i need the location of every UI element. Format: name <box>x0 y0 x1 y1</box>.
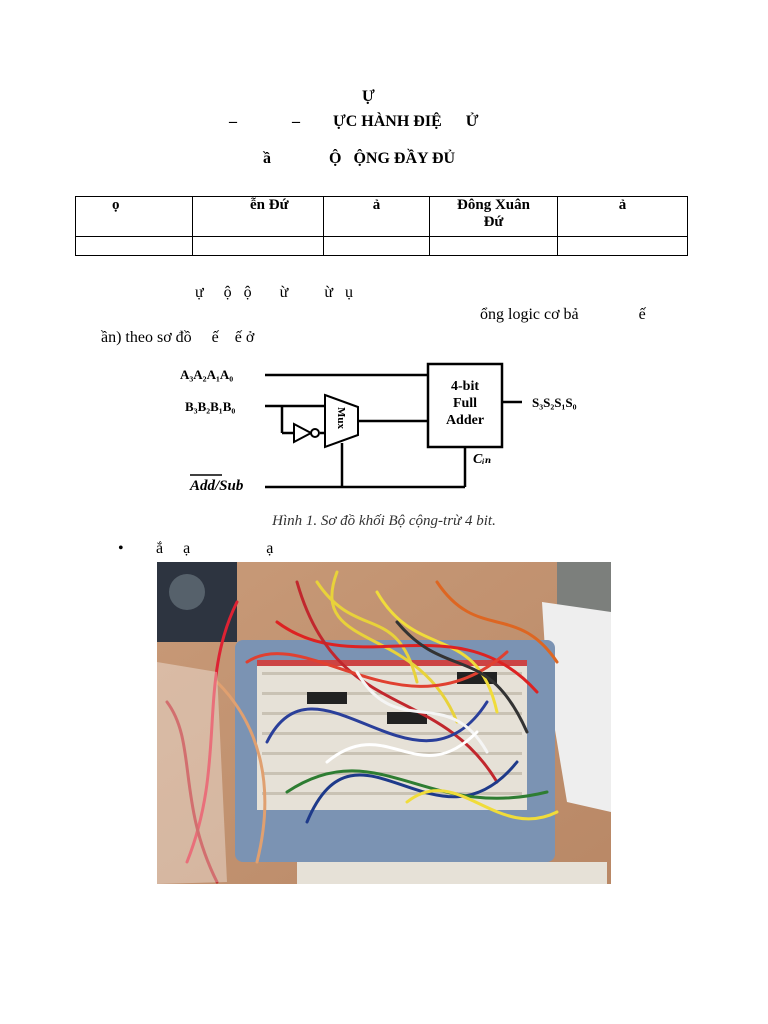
cell-text: ả <box>372 197 381 213</box>
header-line3-a: ầ <box>263 150 271 167</box>
header-dash-2: – <box>292 113 300 130</box>
table-cell: ả <box>557 196 688 237</box>
cell-text: Đông Xuân <box>457 197 530 213</box>
breadboard-photo <box>157 562 611 884</box>
label-b: B₃B₂B₁B₀ <box>185 399 235 414</box>
adder-line1: 4-bit <box>451 379 479 394</box>
table-cell <box>192 236 324 256</box>
inverter-symbol <box>293 422 314 444</box>
output-label: S₃S₂S₁S₀ <box>532 395 577 410</box>
figure-caption: Hình 1. Sơ đồ khối Bộ cộng-trừ 4 bit. <box>272 513 496 529</box>
table-cell: ọ <box>75 196 193 237</box>
cell-text: ả <box>618 197 627 213</box>
header-line3-b: Ộ ỘNG ĐẦY ĐỦ <box>329 150 456 167</box>
adder-line2: Full <box>453 396 477 411</box>
table-cell: Đông Xuân Đứ <box>429 196 558 237</box>
cin-label: Cᵢₙ <box>473 452 491 467</box>
table-row: ọ ễn Đứ ả Đông Xuân Đứ ả <box>75 196 688 237</box>
bullet-symbol: • <box>118 540 124 557</box>
table-cell <box>557 236 688 256</box>
label-a: A₃A₂A₁A₀ <box>180 367 233 382</box>
cell-text: Đứ <box>483 214 504 230</box>
block-diagram: Mux A₃A₂A₁A₀ B₃B₂B₁B₀ Add/Sub 4-bit Full… <box>180 362 577 494</box>
mux-symbol <box>324 393 359 449</box>
table-cell: ễn Đứ <box>192 196 324 237</box>
table-cell: ả <box>323 196 430 237</box>
bullet-text: ắ ạ ạ <box>156 540 274 557</box>
cell-text: ễn Đứ <box>250 197 289 213</box>
header-title: ỰC HÀNH ĐIỆ Ử <box>333 113 479 130</box>
body-text-line2: ổng logic cơ bả ế <box>480 306 646 323</box>
table-cell <box>75 236 193 256</box>
table-cell <box>429 236 558 256</box>
mux-label: Mux <box>335 407 347 430</box>
header-dash-1: – <box>229 113 237 130</box>
table-cell <box>323 236 430 256</box>
header-line1: Ự <box>362 88 375 105</box>
adder-line3: Adder <box>446 413 484 428</box>
body-text-line1: ự ộ ộ ừ ừ ụ <box>195 284 354 301</box>
cell-text: ọ <box>112 197 120 213</box>
table-row <box>75 236 688 256</box>
body-text-line3: ần) theo sơ đồ ế ế ở <box>101 329 255 346</box>
info-table: ọ ễn Đứ ả Đông Xuân Đứ ả <box>75 196 688 256</box>
label-add-sub: Add/Sub <box>189 478 244 494</box>
